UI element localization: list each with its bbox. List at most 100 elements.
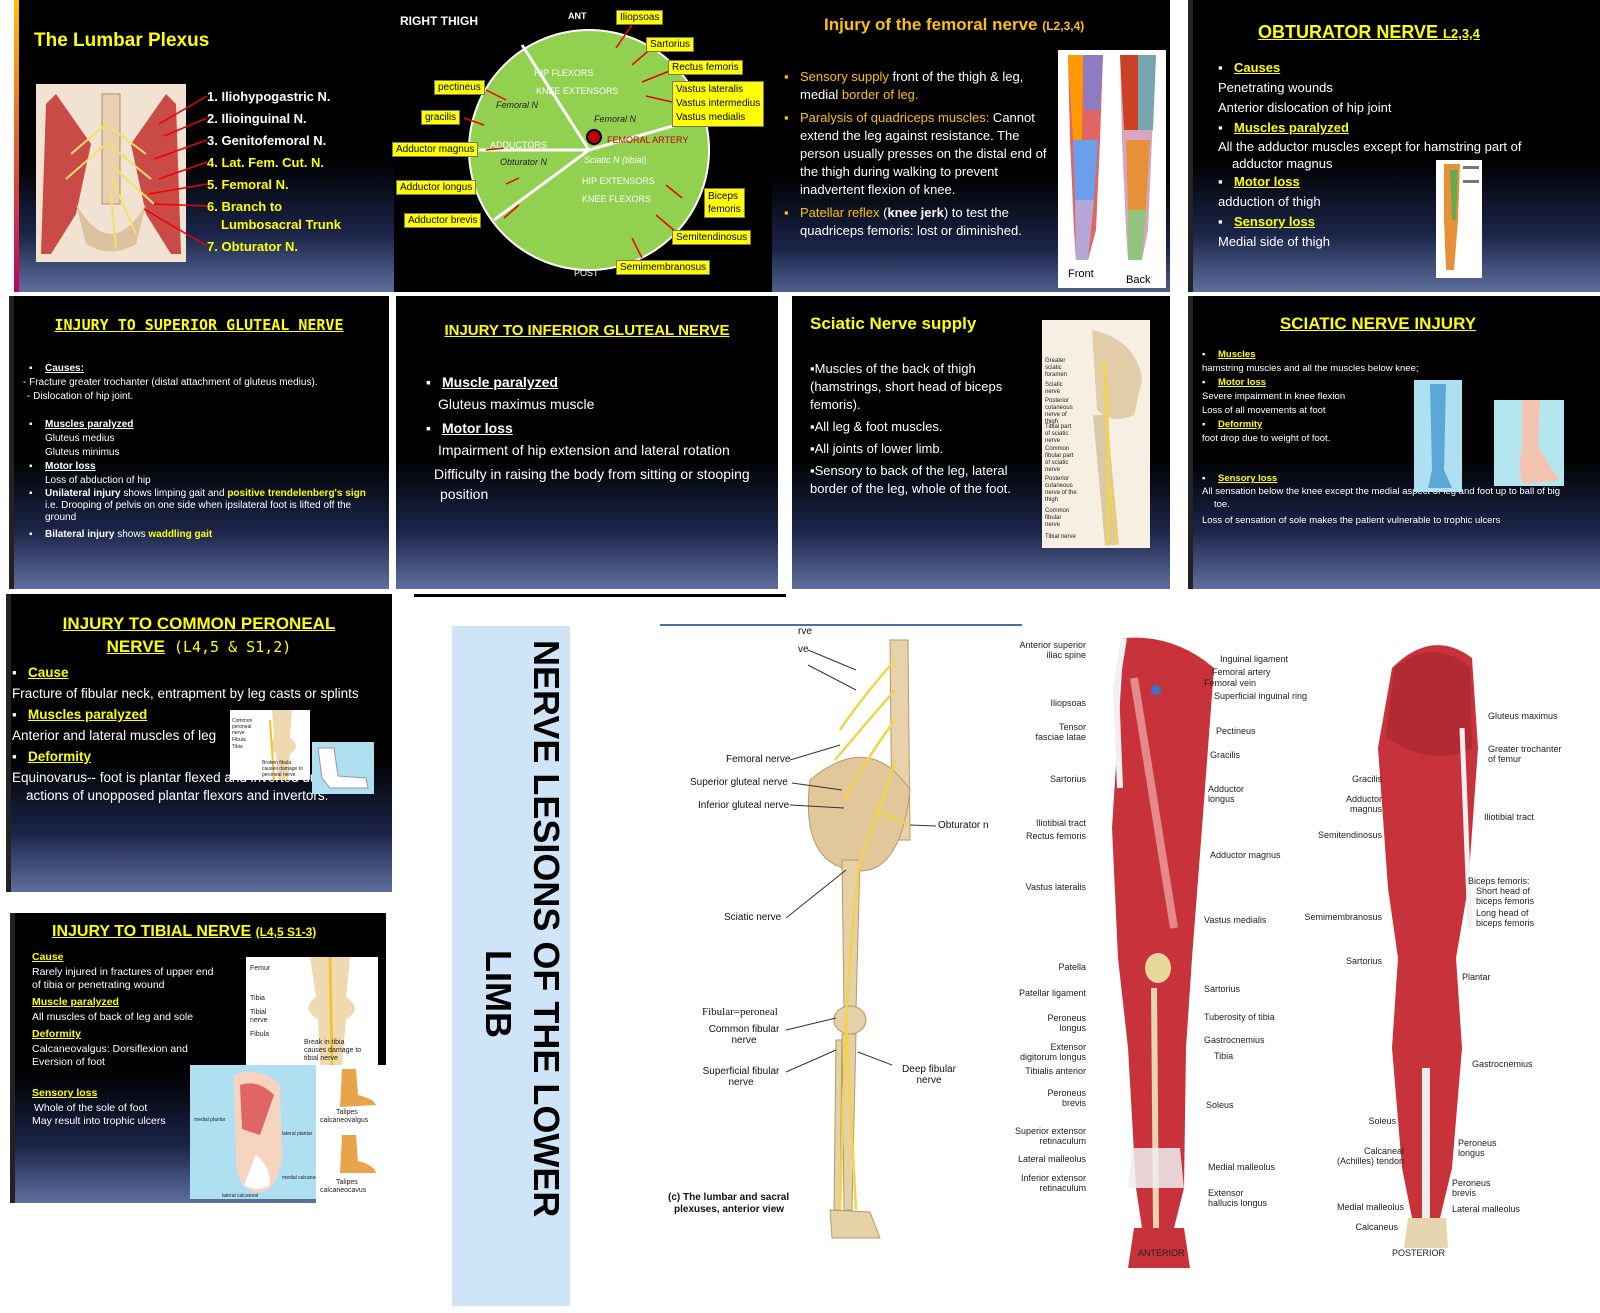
slide-femoral-nerve: Injury of the femoral nerve (L2,3,4) Sen… — [772, 0, 1170, 292]
femoral-title-sub: (L2,3,4) — [1042, 19, 1085, 33]
tibial-text: Whole of the sole of foot — [34, 1102, 148, 1114]
plexus-label: Fibular=peroneal — [702, 1006, 778, 1018]
dermatome-front-label: Front — [1068, 268, 1094, 280]
sciatic-label: Posterior cutaneous nerve of the thigh — [1045, 476, 1077, 503]
talipes-label: Talipes — [336, 1179, 358, 1186]
plexus-figure: rve ve Femoral nerve Superior gluteal ne… — [660, 620, 1022, 1260]
supglut-bold: Bilateral injury — [45, 529, 115, 540]
posterior-label: Greater trochanter of femur — [1488, 744, 1562, 764]
peroneal-heading: Deformity — [12, 748, 367, 766]
anterior-label: Adductor longus — [1208, 784, 1245, 804]
supglut-muscles: Muscles paralyzed — [45, 419, 134, 430]
femoral-text: Cannot extend the leg against resistance… — [800, 110, 1047, 197]
lumbar-plexus-image — [36, 84, 186, 262]
leg-cast — [317, 747, 369, 789]
anterior-label: Medial malleolus — [1208, 1162, 1276, 1172]
anterior-label: Femoral artery — [1212, 667, 1271, 677]
lumbar-nerve-list: 1. Iliohypogastric N. 2. Ilioinguinal N.… — [207, 88, 341, 260]
plexus-label: Femoral nerve — [726, 754, 791, 765]
peroneal-title-2: NERVE — [106, 637, 165, 656]
anterior-label: Sartorius — [1204, 984, 1241, 994]
foot-drop — [1519, 400, 1560, 484]
sciaticinj-sensory: Sensory loss All sensation below the kne… — [1202, 472, 1572, 527]
foot-drop-image — [1494, 400, 1564, 486]
sciatic-label: Posterior cutaneous nerve of thigh — [1045, 398, 1073, 425]
region-label: Femoral N — [594, 114, 637, 124]
posterior-label: Short head of biceps femoris — [1476, 886, 1535, 906]
plexus-label: rve — [798, 626, 812, 637]
femoral-hl: Patellar reflex — [800, 205, 880, 220]
anterior-label: Pectineus — [1216, 726, 1256, 736]
obturator-body: Causes Penetrating wounds Anterior dislo… — [1218, 58, 1548, 252]
supglut-text: - Dislocation of hip joint. — [27, 391, 134, 402]
muscle-tag: Semimembranosus — [616, 260, 711, 275]
obturator-heading: Sensory loss — [1218, 212, 1548, 232]
region-label: ADDUCTORS — [490, 140, 547, 150]
posterior-label: Medial malleolus — [1336, 1202, 1404, 1212]
muscle-tag-line: Vastus intermedius — [676, 98, 761, 109]
tibial-text: Rarely injured in fractures of upper end… — [32, 966, 214, 991]
posterior-label: Iliotibial tract — [1484, 812, 1535, 822]
peroneal-knee-image: Common peroneal nerve Fibula Tibia Broke… — [230, 710, 310, 780]
peroneal-label: Common peroneal nerve — [232, 718, 253, 736]
infglut-motor: Motor loss — [442, 420, 513, 436]
muscle-tag-line: Vastus medialis — [676, 112, 746, 123]
lumbar-item: 6. Branch to — [207, 199, 283, 214]
sciaticinj-text: hamstring muscles and all the muscles be… — [1202, 363, 1419, 374]
sciaticinj-heading: Deformity — [1202, 418, 1430, 432]
posterior-label: Peroneus longus — [1458, 1138, 1497, 1158]
talipes-label: Talipes — [336, 1109, 358, 1116]
region-label: HIP FLEXORS — [534, 68, 594, 78]
region-label: Femoral N — [496, 100, 539, 110]
title-banner: NERVE LESIONS OF THE LOWER LIMB — [452, 626, 570, 1306]
slide-edge — [14, 0, 19, 292]
muscle-tag-line: Biceps — [708, 191, 739, 202]
sciaticinj-text: Loss of all movements at foot — [1202, 405, 1326, 416]
posterior-label: Lateral malleolus — [1452, 1204, 1521, 1214]
anterior-label: Rectus femoris — [1025, 831, 1086, 841]
sciaticinj-text: Severe impairment in knee flexion — [1202, 391, 1346, 402]
tibial-title-text: INJURY TO TIBIAL NERVE — [52, 923, 252, 940]
femoral-bold: knee jerk — [887, 205, 944, 220]
sciaticinj-text: All sensation below the knee except the … — [1202, 486, 1561, 510]
posterior-figure: Gracilis Adductor magnus Semitendinosus … — [1304, 628, 1600, 1288]
supglut-hl: positive trendelenberg's sign — [227, 488, 366, 499]
obturator-text: All the adductor muscles except for hams… — [1218, 139, 1522, 171]
obturator-motor: Motor loss — [1234, 174, 1300, 189]
obturator-title-text: OBTURATOR NERVE — [1258, 22, 1439, 42]
region-label: HIP EXTENSORS — [582, 176, 655, 186]
tibial-title: INJURY TO TIBIAL NERVE (L4,5 S1-3) — [52, 923, 316, 941]
sciatic-leg — [1428, 384, 1452, 488]
obturator-text: Penetrating wounds — [1218, 80, 1333, 95]
plexus-label: Deep fibular nerve — [902, 1064, 956, 1086]
plexus-label: Inferior gluteal nerve — [698, 800, 790, 811]
femoral-bullet: Paralysis of quadriceps muscles: Cannot … — [784, 109, 1052, 199]
slide-inferior-gluteal: INJURY TO INFERIOR GLUTEAL NERVE Muscle … — [396, 296, 778, 589]
sciaticsup-text: Sensory to back of the leg, lateral bord… — [810, 463, 1011, 496]
supglut-motor: Motor loss — [45, 461, 96, 472]
supglut-text: - Fracture greater trochanter (distal at… — [23, 377, 318, 388]
peroneal-heading: Muscles paralyzed — [12, 706, 367, 724]
sciaticsup-text: All leg & foot muscles. — [814, 419, 943, 434]
plexus-label: Common fibular nerve — [708, 1024, 780, 1046]
peroneal-label: Broken fibula causes damage to peroneal … — [262, 760, 303, 778]
infglut-muscle: Muscle paralyzed — [442, 374, 558, 390]
anterior-label: Lateral malleolus — [1017, 1154, 1086, 1164]
talipes-feet — [340, 1069, 376, 1173]
peroneal-title-2-wrap: NERVE (L4,5 & S1,2) — [6, 635, 392, 659]
sciaticinj-heading: Muscles — [1202, 348, 1430, 362]
sciaticinj-motor: Motor loss — [1218, 377, 1267, 388]
slide-tibial-nerve: INJURY TO TIBIAL NERVE (L4,5 S1-3) Cause… — [10, 913, 386, 1203]
anterior-label: Inferior extensor retinaculum — [1020, 1173, 1086, 1193]
femoral-title: Injury of the femoral nerve (L2,3,4) — [824, 15, 1084, 35]
region-label: FEMORAL ARTERY — [607, 135, 689, 145]
posterior-label: Semitendinosus — [1317, 830, 1382, 840]
sciaticinj-heading: Motor loss — [1202, 376, 1430, 390]
femoral-body: Sensory supply front of the thigh & leg,… — [784, 68, 1052, 240]
sciatic-illustration — [1092, 330, 1142, 546]
slide-obturator-nerve: OBTURATOR NERVE L2,3,4 Causes Penetratin… — [1188, 0, 1600, 292]
plexus-label: Superficial fibular nerve — [702, 1066, 780, 1088]
plexus-caption-1: (c) The lumbar and sacral — [668, 1192, 790, 1203]
lumbar-item: 7. Obturator N. — [207, 239, 299, 254]
